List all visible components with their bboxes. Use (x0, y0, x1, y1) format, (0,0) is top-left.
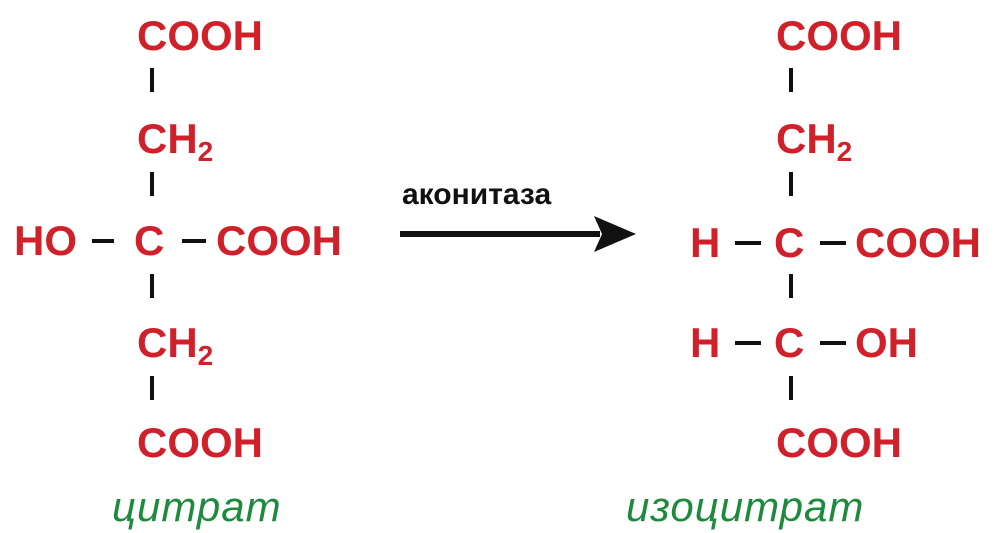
isocitrate-bond-lower-h (735, 341, 761, 345)
isocitrate-lower-h: H (690, 319, 721, 366)
isocitrate-lower-c: C (774, 319, 805, 366)
isocitrate-top-cooh: COOH (776, 12, 902, 59)
isocitrate-name: изоцитрат (626, 483, 865, 530)
citrate-bond-cooh (182, 239, 206, 243)
arrow-shaft (400, 231, 600, 237)
citrate-ch2-lower-sub: 2 (197, 340, 214, 371)
isocitrate-ch2-sub: 2 (836, 136, 853, 167)
citrate-ch2-lower-text: CH (137, 319, 198, 366)
isocitrate-bond-upper-h (735, 241, 761, 245)
isocitrate-bond-2 (789, 172, 793, 196)
citrate-bottom-cooh: COOH (137, 419, 263, 466)
citrate-bond-2 (150, 172, 154, 196)
citrate-ch2-upper-text: CH (137, 115, 198, 162)
reaction-arrow-icon (400, 216, 636, 252)
isocitrate-upper-cooh: COOH (855, 219, 981, 266)
citrate-ch2-lower: CH2 (137, 319, 213, 370)
citrate-bond-ho (92, 239, 114, 243)
citrate-top-cooh: COOH (137, 12, 263, 59)
citrate-center-c: C (134, 217, 165, 264)
isocitrate-bond-lower-oh (820, 341, 846, 345)
isocitrate-bond-3 (789, 274, 793, 298)
isocitrate-bond-upper-cooh (820, 241, 846, 245)
citrate-ch2-upper: CH2 (137, 115, 213, 166)
arrow-head (594, 216, 636, 252)
isocitrate-lower-oh: OH (855, 319, 918, 366)
isocitrate-ch2-text: CH (776, 115, 837, 162)
enzyme-label: аконитаза (402, 178, 552, 211)
isocitrate-bond-1 (789, 68, 793, 92)
isocitrate-ch2: CH2 (776, 115, 852, 166)
citrate-ho: HO (14, 217, 77, 264)
citrate-bond-3 (150, 274, 154, 298)
isocitrate-upper-h: H (690, 219, 721, 266)
citrate-name: цитрат (112, 483, 282, 530)
citrate-ch2-upper-sub: 2 (197, 136, 214, 167)
citrate-bond-1 (150, 68, 154, 92)
isocitrate-bottom-cooh: COOH (776, 419, 902, 466)
citrate-bond-4 (150, 376, 154, 400)
isocitrate-bond-4 (789, 376, 793, 400)
citrate-right-cooh: COOH (216, 217, 342, 264)
isocitrate-upper-c: C (774, 219, 805, 266)
